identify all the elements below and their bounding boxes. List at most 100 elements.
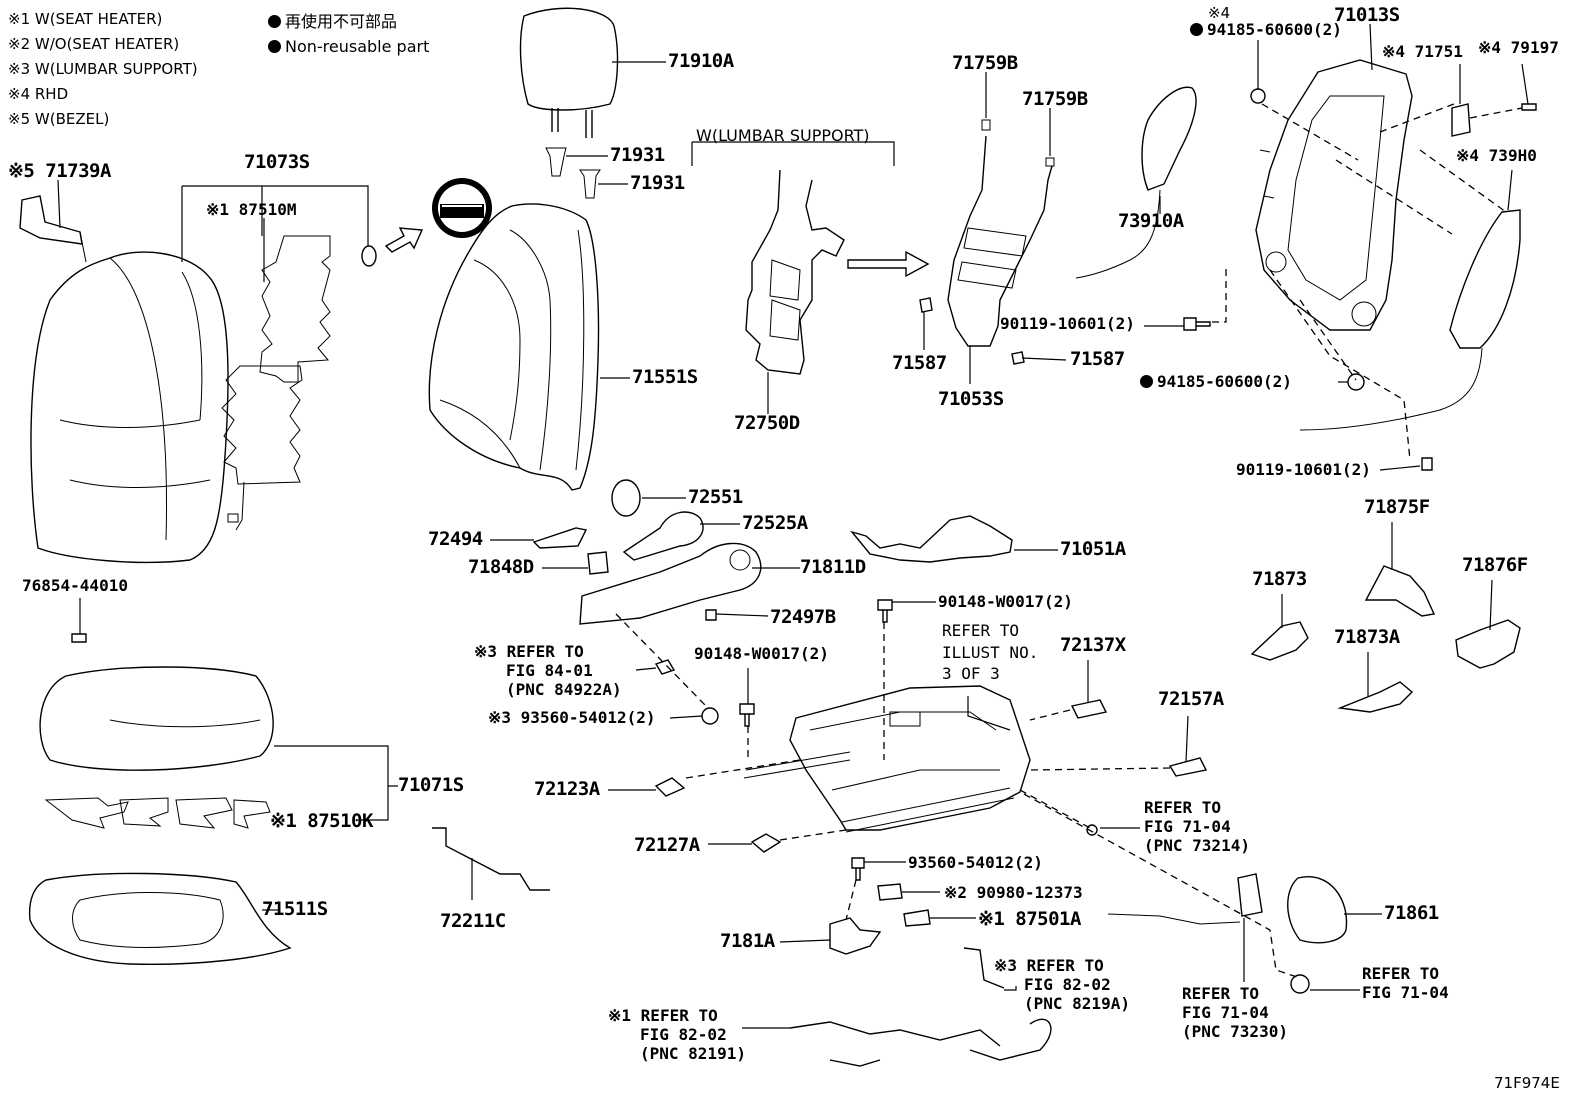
refer-line: REFER TO — [1182, 984, 1260, 1003]
part-label-71811d[interactable]: 71811D — [800, 556, 866, 578]
nonreusable-dot-icon — [1140, 375, 1153, 388]
part-label-71587-b[interactable]: 71587 — [1070, 348, 1125, 370]
bracket-7181a-drawing — [829, 917, 882, 955]
clip-detail-icon — [432, 178, 492, 238]
refer-line: FIG 71-04 — [1182, 1003, 1269, 1023]
seat-cushion-pad-drawing — [28, 872, 292, 965]
part-label-71931-b[interactable]: 71931 — [630, 172, 685, 194]
part-label-94185-b[interactable]: 94185-60600(2) — [1140, 374, 1292, 390]
refer-block-73214[interactable]: REFER TO FIG 71-04 (PNC 73214) — [1144, 798, 1250, 856]
part-label-71073s[interactable]: 71073S — [244, 151, 310, 173]
part-label-71931-a[interactable]: 71931 — [610, 144, 665, 166]
part-label-7181a[interactable]: 7181A — [720, 930, 775, 952]
refer-line: FIG 71-04 — [1362, 983, 1449, 1003]
part-label-71848d[interactable]: 71848D — [468, 556, 534, 578]
refer-block-84922a[interactable]: ※3 REFER TO FIG 84-01 (PNC 84922A) — [474, 642, 622, 700]
part-label-90148-b[interactable]: 90148-W0017(2) — [694, 644, 829, 663]
bezel-71739a-drawing — [19, 195, 87, 263]
harness-71051a-drawing — [850, 515, 1013, 563]
part-label-90119-b[interactable]: 90119-10601(2) — [1236, 460, 1371, 479]
screw-72497b-drawing — [705, 609, 717, 621]
part-label-72123a[interactable]: 72123A — [534, 778, 600, 800]
part-label-72750d[interactable]: 72750D — [734, 412, 800, 434]
bracket-71873-drawing — [1250, 621, 1309, 661]
part-label-72525a[interactable]: 72525A — [742, 512, 808, 534]
seat-track-drawing — [743, 685, 1031, 833]
bolt-90148-a-drawing — [877, 599, 893, 623]
part-label-72137x[interactable]: 72137X — [1060, 634, 1126, 656]
connector-84922a-drawing — [654, 659, 676, 675]
refer-line: (PNC 8219A) — [1024, 994, 1130, 1014]
shield-71811d-drawing — [579, 542, 762, 625]
part-label-87510m[interactable]: ※1 87510M — [206, 200, 297, 219]
part-label-71873a[interactable]: 71873A — [1334, 626, 1400, 648]
nut-71587-b-drawing — [1011, 351, 1025, 365]
part-label-93560-a[interactable]: ※3 93560-54012(2) — [488, 708, 656, 727]
seatback-heater-drawing — [221, 235, 331, 531]
refer-line: ※3 REFER TO — [994, 956, 1104, 975]
refer-illust-block: REFER TO ILLUST NO. 3 OF 3 — [942, 620, 1038, 685]
part-label-71053s[interactable]: 71053S — [938, 388, 1004, 410]
headrest-drawing — [519, 7, 619, 199]
nut-94185-b-drawing — [1347, 373, 1365, 391]
part-label-72497b[interactable]: 72497B — [770, 606, 836, 628]
part-label-72127a[interactable]: 72127A — [634, 834, 700, 856]
part-label-71759b-a[interactable]: 71759B — [952, 52, 1018, 74]
cover-72157a-drawing — [1168, 757, 1208, 777]
part-label-71739a[interactable]: ※5 71739A — [8, 160, 111, 182]
cover-72494-drawing — [532, 527, 588, 549]
part-label-71051a[interactable]: 71051A — [1060, 538, 1126, 560]
refer-line: FIG 84-01 — [506, 661, 593, 681]
part-label-71071s[interactable]: 71071S — [398, 774, 464, 796]
part-label-71551s[interactable]: 71551S — [632, 366, 698, 388]
part-label-71861[interactable]: 71861 — [1384, 902, 1439, 924]
refer-line: (PNC 73214) — [1144, 836, 1250, 856]
side-airbag-left-drawing — [1075, 86, 1197, 279]
part-label-71013s[interactable]: 71013S — [1334, 4, 1400, 26]
seatback-cover-drawing — [30, 251, 229, 564]
part-label-79197[interactable]: ※4 79197 — [1478, 38, 1559, 57]
legend-note-4: ※4 RHD — [8, 85, 69, 103]
part-label-71875f[interactable]: 71875F — [1364, 496, 1430, 518]
part-label-72211c[interactable]: 72211C — [440, 910, 506, 932]
part-label-93560-b[interactable]: 93560-54012(2) — [908, 853, 1043, 872]
part-label-90119-a[interactable]: 90119-10601(2) — [1000, 314, 1135, 333]
legend-nonreusable-en: Non-reusable part — [268, 39, 429, 55]
ring-clip-drawing — [361, 245, 377, 267]
refer-block-73230[interactable]: REFER TO FIG 71-04 (PNC 73230) — [1182, 984, 1288, 1042]
cover-71861-drawing — [1287, 876, 1348, 944]
lumbar-arrow-icon — [847, 250, 930, 278]
part-label-90148-a[interactable]: 90148-W0017(2) — [938, 592, 1073, 611]
part-label-71759b-b[interactable]: 71759B — [1022, 88, 1088, 110]
part-label-71511s[interactable]: 71511S — [262, 898, 328, 920]
part-label-90980[interactable]: ※2 90980-12373 — [944, 883, 1083, 902]
part-label-71876f[interactable]: 71876F — [1462, 554, 1528, 576]
refer-block-71-04[interactable]: REFER TO FIG 71-04 — [1362, 964, 1449, 1002]
part-label-739h0[interactable]: ※4 739H0 — [1456, 146, 1537, 165]
part-label-71751[interactable]: ※4 71751 — [1382, 42, 1463, 61]
lever-72525a-drawing — [622, 511, 704, 561]
part-label-87501a[interactable]: ※1 87501A — [978, 908, 1081, 930]
seat-cushion-cover-drawing — [39, 666, 274, 771]
nonreusable-dot-icon — [268, 40, 281, 53]
part-label-72157a[interactable]: 72157A — [1158, 688, 1224, 710]
refer-line: ※1 REFER TO — [608, 1006, 718, 1025]
seat-belt-buckle-drawing — [1107, 873, 1263, 925]
cover-71848d-drawing — [587, 551, 609, 575]
refer-block-82191[interactable]: ※1 REFER TO FIG 82-02 (PNC 82191) — [608, 1006, 746, 1064]
part-label-71587-a[interactable]: 71587 — [892, 352, 947, 374]
clip-76854-drawing — [71, 633, 87, 643]
part-label-72494[interactable]: 72494 — [428, 528, 483, 550]
nonreusable-dot-icon — [268, 15, 281, 28]
part-label-87510k[interactable]: ※1 87510K — [270, 810, 373, 832]
part-label-94185-a[interactable]: 94185-60600(2) — [1190, 22, 1342, 38]
refer-block-8219a[interactable]: ※3 REFER TO FIG 82-02 (PNC 8219A) — [994, 956, 1130, 1014]
cap-90980-drawing — [877, 883, 903, 901]
part-label-72551[interactable]: 72551 — [688, 486, 743, 508]
part-label-76854[interactable]: 76854-44010 — [22, 576, 128, 595]
part-label-71910a[interactable]: 71910A — [668, 50, 734, 72]
part-label-71873[interactable]: 71873 — [1252, 568, 1307, 590]
lumbar-bracket-drawing — [947, 119, 1055, 347]
part-label-73910a[interactable]: 73910A — [1118, 210, 1184, 232]
